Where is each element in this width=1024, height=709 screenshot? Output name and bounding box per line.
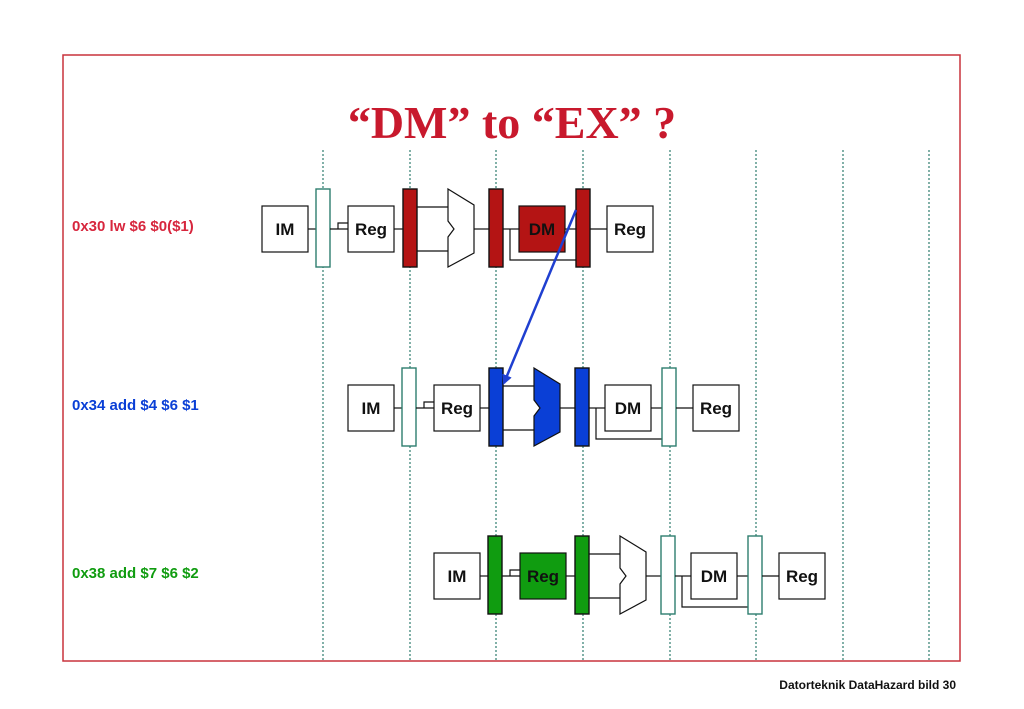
pipeline-latch-ex-mem [574,367,590,447]
footer-text: Datorteknik DataHazard bild 30 [779,678,956,692]
pipeline-latch-if-id [401,367,417,447]
dm-box [518,205,566,253]
wb-reg-box [778,552,826,600]
wb-reg-box-label: Reg [700,399,732,418]
pipeline-latch-mem-wb [661,367,677,447]
wire-notch [337,222,348,229]
pipeline-latch-ex-mem [488,188,504,268]
slide-frame [62,54,961,662]
pipeline-latch-if-id [487,535,503,615]
reg-box-label: Reg [527,567,559,586]
wb-reg-box [692,384,740,432]
alu-shape [533,366,561,448]
pipeline-latch-id-ex [574,535,590,615]
im-box-label: IM [276,220,295,239]
wire-dm-bypass [595,408,662,440]
reg-box-label: Reg [355,220,387,239]
pipeline-latch-id-ex [488,367,504,447]
wire-notch [423,401,434,408]
wire-dm-bypass [681,576,748,608]
forwarding-overlay [502,209,578,385]
reg-box [433,384,481,432]
alu-shape [447,187,475,269]
instruction-row-3: 0x38 add $7 $6 $2 IM Reg DM Reg [72,534,826,616]
instruction-row-1: 0x30 lw $6 $0($1) IM Reg DM Reg [72,187,654,269]
instruction-label: 0x34 add $4 $6 $1 [72,397,199,414]
instruction-row-2: 0x34 add $4 $6 $1 IM Reg DM Reg [72,366,740,448]
instruction-label: 0x38 add $7 $6 $2 [72,565,199,582]
wb-reg-box-label: Reg [786,567,818,586]
im-box-label: IM [362,399,381,418]
dm-box [690,552,738,600]
im-box-label: IM [448,567,467,586]
wb-reg-box-label: Reg [614,220,646,239]
pipeline-latch-ex-mem [660,535,676,615]
pipeline-latch-mem-wb [747,535,763,615]
dm-box-label: DM [615,399,641,418]
pipeline-latch-if-id [315,188,331,268]
dm-box-label: DM [529,220,555,239]
pipeline-latch-id-ex [402,188,418,268]
forwarding-arrow [502,209,578,385]
alu-shape [619,534,647,616]
pipeline-latch-mem-wb [575,188,591,268]
dm-box-label: DM [701,567,727,586]
wire-notch [509,569,520,576]
dm-box [604,384,652,432]
im-box [347,384,395,432]
reg-box-label: Reg [441,399,473,418]
instruction-label: 0x30 lw $6 $0($1) [72,218,194,235]
wb-reg-box [606,205,654,253]
slide-title: “DM” to “EX” ? [348,97,676,148]
